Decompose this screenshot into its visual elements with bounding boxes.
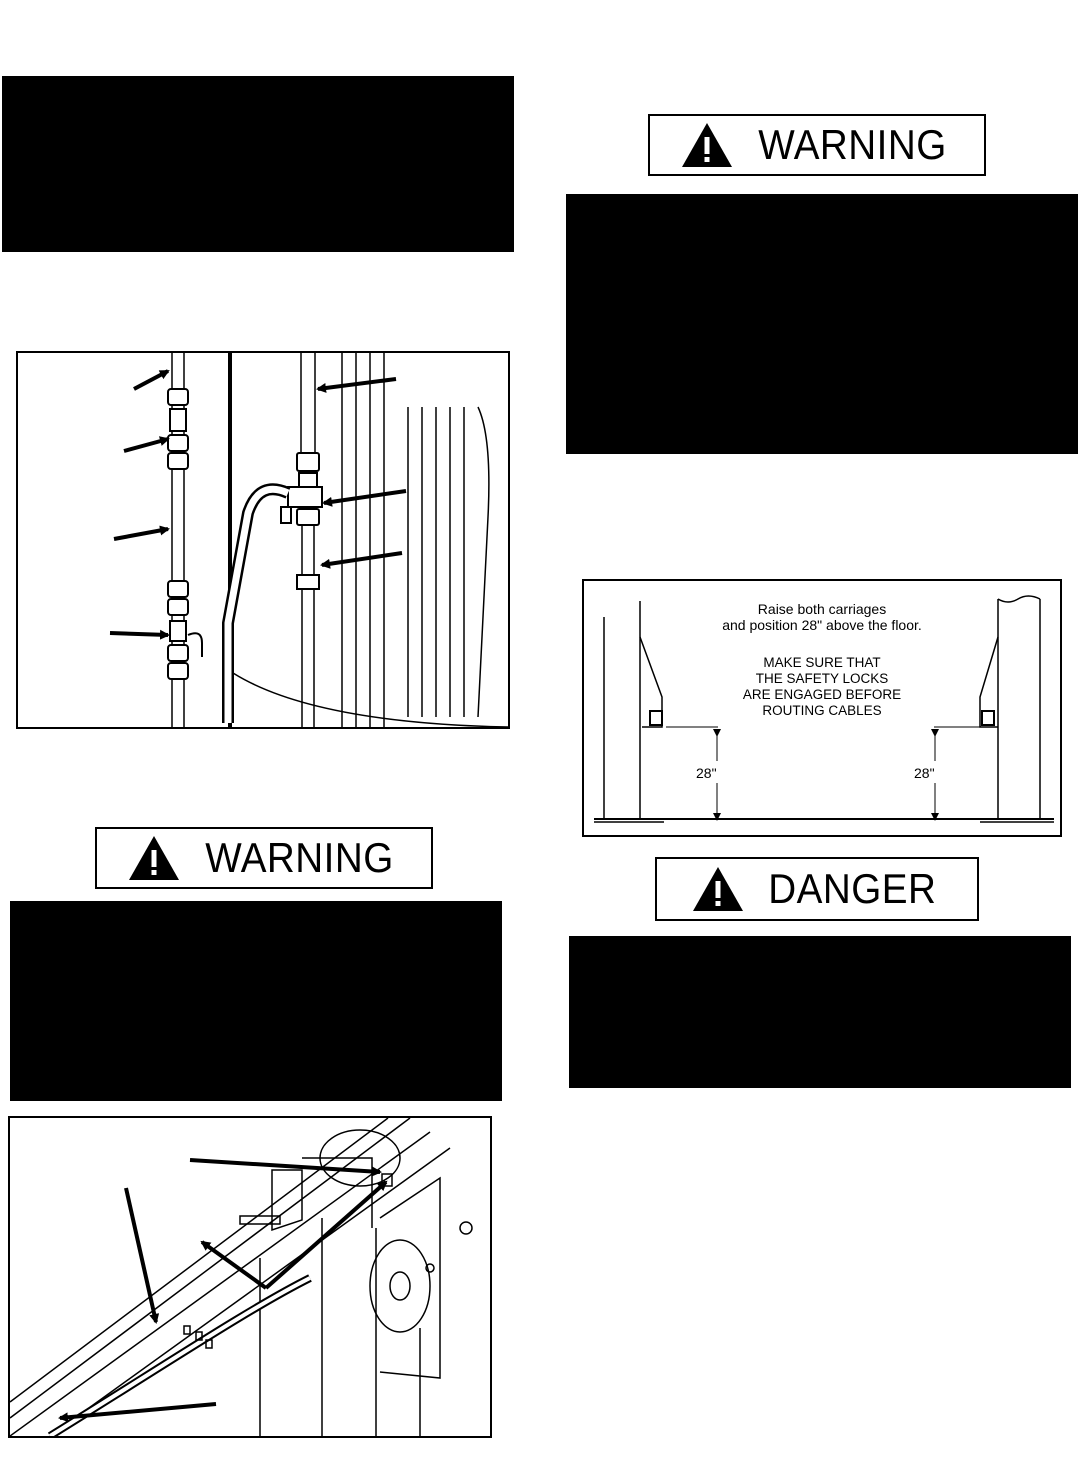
hydraulic-fittings-figure xyxy=(16,351,510,729)
hydraulic-fittings-drawing xyxy=(109,353,508,727)
danger-word: DANGER xyxy=(767,865,937,912)
warning-signal-bottom: WARNING xyxy=(95,827,433,889)
right-dimension-label: 28" xyxy=(914,765,935,781)
instruction-line-2: and position 28" above the floor. xyxy=(722,617,922,633)
notice-block-danger xyxy=(569,936,1071,1088)
caution-line-3: ARE ENGAGED BEFORE xyxy=(742,687,902,702)
cable-routing-figure xyxy=(8,1116,492,1438)
diagram-instruction: Raise both carriages and position 28" ab… xyxy=(584,601,1060,633)
warning-word: WARNING xyxy=(757,121,947,168)
danger-triangle-icon xyxy=(692,867,743,911)
notice-block-top-left xyxy=(2,76,514,252)
warning-signal-top: WARNING xyxy=(648,114,986,176)
cable-routing-drawing xyxy=(10,1118,473,1436)
carriage-height-drawing xyxy=(594,595,1054,823)
caution-line-4: ROUTING CABLES xyxy=(762,703,882,718)
warning-word: WARNING xyxy=(204,834,394,881)
left-dimension-label: 28" xyxy=(696,765,717,781)
carriage-height-diagram: Raise both carriages and position 28" ab… xyxy=(582,579,1062,837)
notice-block-bottom-left xyxy=(10,901,502,1101)
caution-line-1: MAKE SURE THAT xyxy=(763,655,881,670)
diagram-safety-caution: MAKE SURE THAT THE SAFETY LOCKS ARE ENGA… xyxy=(584,655,1060,719)
notice-block-top-right xyxy=(566,194,1078,454)
instruction-line-1: Raise both carriages xyxy=(757,601,887,617)
danger-signal: DANGER xyxy=(655,857,979,921)
caution-line-2: THE SAFETY LOCKS xyxy=(755,671,889,686)
warning-triangle-icon xyxy=(681,123,732,167)
warning-triangle-icon xyxy=(128,836,179,880)
